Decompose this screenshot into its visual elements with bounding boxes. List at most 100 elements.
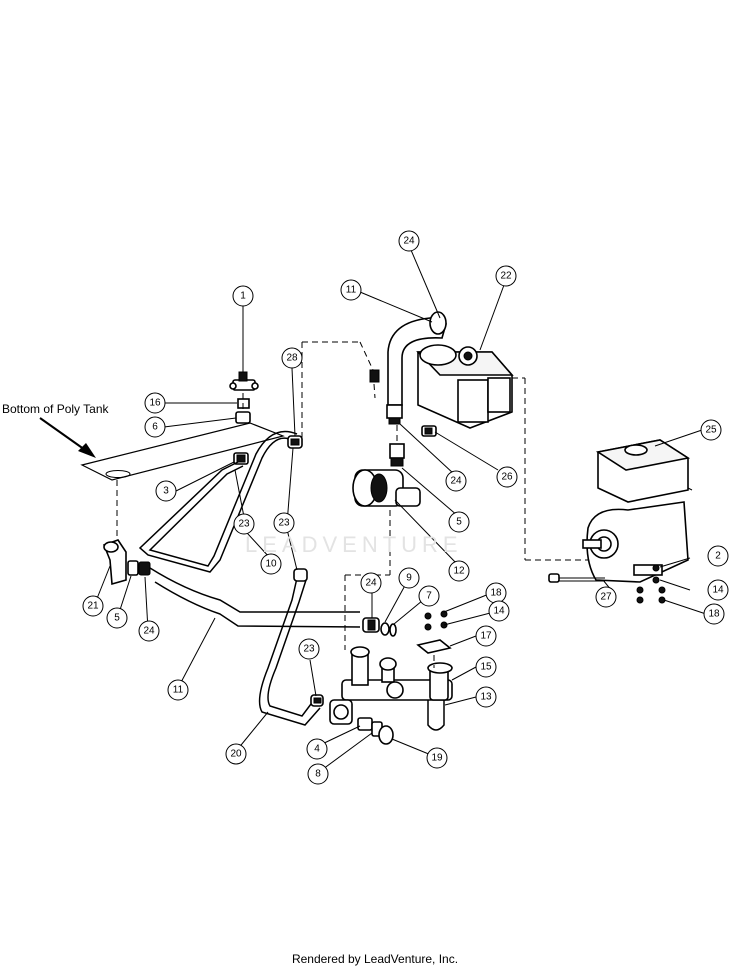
callout: 25 [700,419,722,441]
callout: 11 [167,679,189,701]
callout: 20 [225,743,247,765]
svg-text:24: 24 [403,236,415,247]
part-26-fitting [421,425,437,437]
svg-text:16: 16 [149,398,161,409]
callout: 24 [138,620,160,642]
svg-text:18: 18 [708,609,720,620]
callout: 24 [360,572,382,594]
callout: 5 [106,607,128,629]
svg-text:24: 24 [143,626,155,637]
tank-label: Bottom of Poly Tank [2,402,109,416]
svg-text:12: 12 [453,566,465,577]
part-5-clamp-left [127,560,139,576]
part-22-pump [416,344,514,429]
callout: 24 [398,230,420,252]
part-23-clamp-low [310,694,324,707]
upper-fitting [359,341,380,399]
part-12-strainer [352,443,421,507]
callout: 16 [144,392,166,414]
callout: 5 [448,511,470,533]
svg-text:13: 13 [480,692,492,703]
svg-text:23: 23 [303,644,315,655]
svg-text:9: 9 [406,573,412,584]
svg-text:5: 5 [114,613,120,624]
callout: 14 [488,600,510,622]
hose-10 [138,430,298,573]
part-9-oring [380,622,390,636]
svg-text:28: 28 [286,353,298,364]
svg-text:2: 2 [715,551,721,562]
callout: 26 [496,466,518,488]
hose-20 [258,577,321,726]
part-6-bushing [235,411,251,424]
svg-text:11: 11 [346,285,357,296]
svg-text:6: 6 [152,422,158,433]
svg-text:4: 4 [314,744,320,755]
part-13-ubolt [427,700,445,731]
part-4-fitting [357,717,373,731]
callout: 14 [707,579,729,601]
callout: 12 [448,560,470,582]
svg-text:27: 27 [600,592,612,603]
footer-credit: Rendered by LeadVenture, Inc. [291,952,459,966]
callout: 3 [155,480,177,502]
svg-text:18: 18 [490,588,502,599]
callout: 11 [340,279,362,301]
callout: 9 [398,567,420,589]
svg-text:14: 14 [493,606,505,617]
part-28-clamp [287,435,303,449]
poly-tank-bottom [80,422,285,538]
callout: 27 [595,586,617,608]
svg-text:23: 23 [238,519,250,530]
svg-text:15: 15 [480,662,492,673]
callout: 10 [260,553,282,575]
manifold-small-nuts [424,610,448,631]
part-23-clamp-mid [293,568,308,582]
hose-11-upper [387,311,447,406]
part-7-gasket [389,623,397,637]
part-24-fitting-top [386,404,403,425]
callout: 18 [485,582,507,604]
part-24-fitting-left [138,561,151,576]
callout: 15 [475,656,497,678]
callout: 4 [306,738,328,760]
svg-text:3: 3 [163,486,169,497]
part-17-plate [416,639,452,654]
callout: 22 [495,265,517,287]
callout: 23 [233,513,255,535]
part-24-fitting-mid [362,617,380,633]
callout: 13 [475,686,497,708]
part-25-engine [582,439,693,583]
callout: 23 [273,512,295,534]
part-1-valve [229,371,259,391]
svg-text:10: 10 [265,559,277,570]
svg-text:20: 20 [230,749,242,760]
callout: 18 [703,603,725,625]
svg-text:19: 19 [431,753,443,764]
part-19-cap [378,725,394,745]
part-27-bolt [548,573,605,583]
svg-text:24: 24 [450,476,462,487]
svg-text:22: 22 [500,271,512,282]
callout: 6 [144,416,166,438]
svg-text:21: 21 [87,601,99,612]
svg-text:1: 1 [240,291,246,302]
callout: 19 [426,747,448,769]
svg-text:17: 17 [480,631,492,642]
svg-text:14: 14 [712,585,724,596]
svg-text:7: 7 [426,591,432,602]
callout: 17 [475,625,497,647]
part-21-elbow [102,539,127,586]
part-3-fitting [233,452,249,465]
callout: 24 [445,470,467,492]
callout: 7 [418,585,440,607]
svg-text:23: 23 [278,518,290,529]
tank-arrow [39,417,96,458]
svg-text:5: 5 [456,517,462,528]
svg-text:26: 26 [501,472,513,483]
callout: 2 [707,545,729,567]
callout: 8 [307,763,329,785]
callout: 21 [82,595,104,617]
callout: 1 [232,285,254,307]
